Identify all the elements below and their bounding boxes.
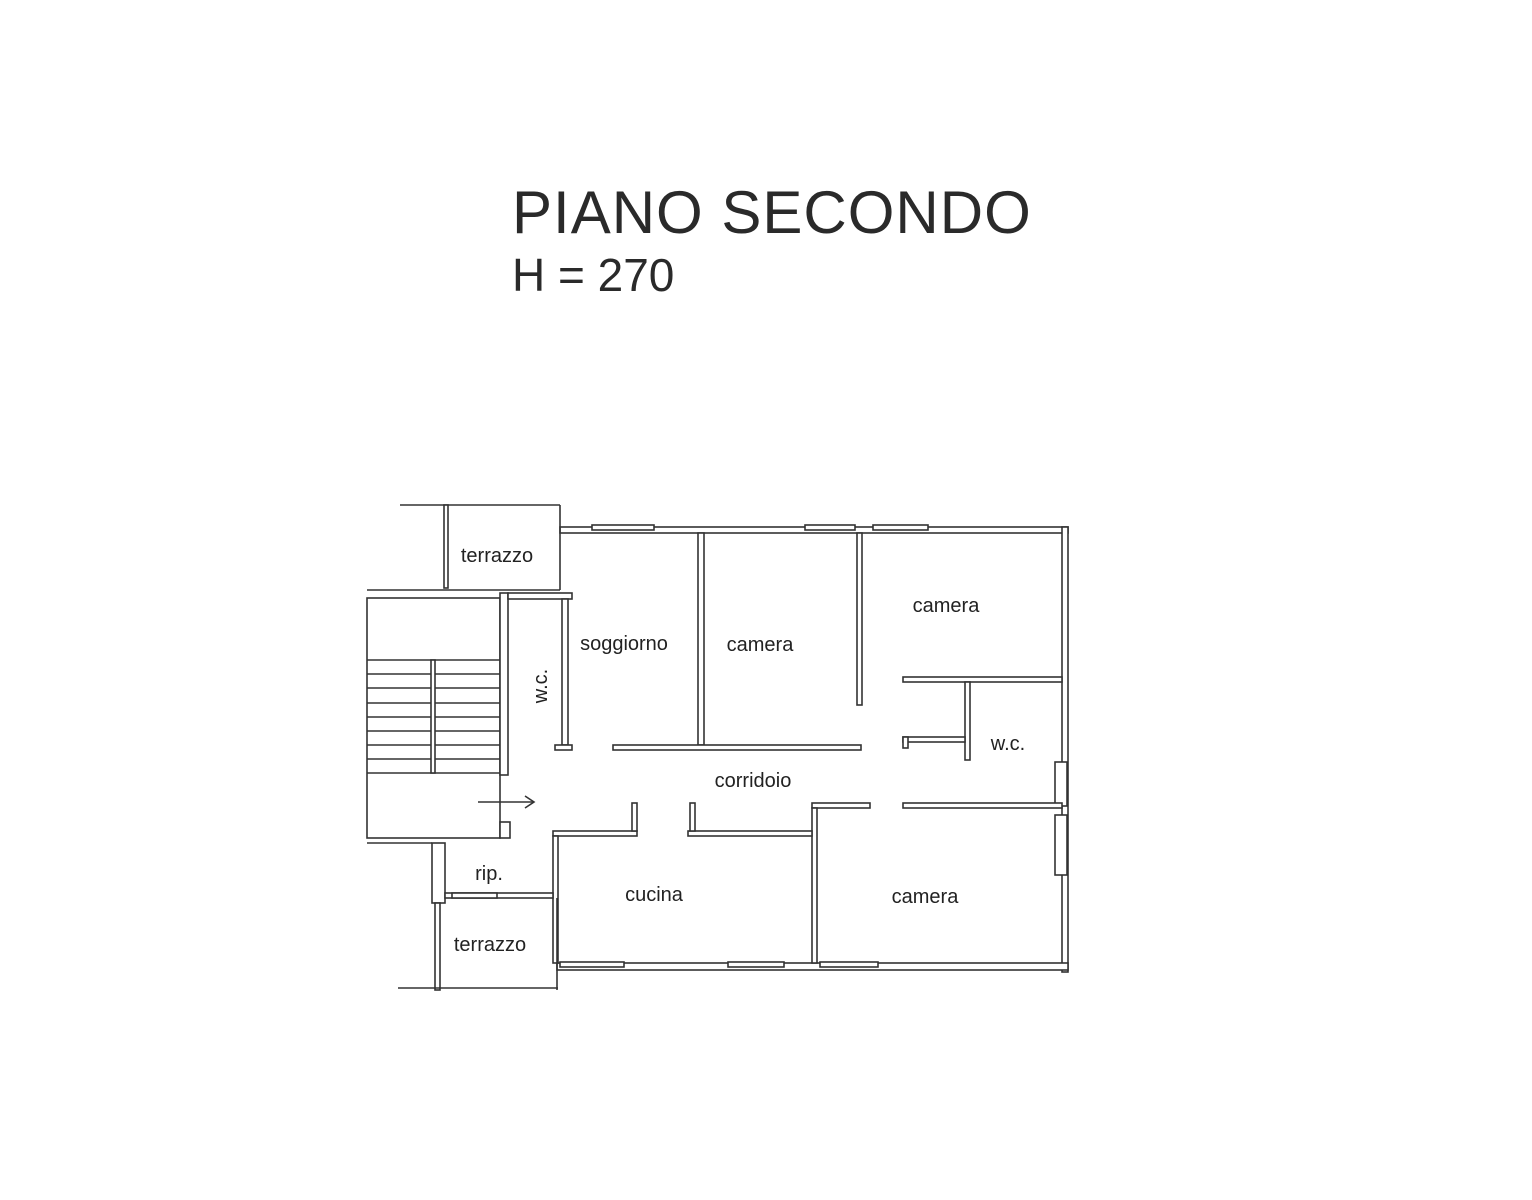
walls xyxy=(366,504,1069,991)
window xyxy=(872,524,929,531)
window xyxy=(559,961,625,968)
outer-wall-right xyxy=(1061,526,1069,973)
room-label-wc-west: w.c. xyxy=(530,669,552,704)
ceiling-height-label: H = 270 xyxy=(512,249,675,301)
window xyxy=(804,524,856,531)
plan-title: PIANO SECONDO xyxy=(512,179,1032,246)
room-label-camera-3: camera xyxy=(892,886,960,908)
room-label-terrazzo-south: terrazzo xyxy=(454,934,526,956)
window xyxy=(451,892,498,899)
stair-steps xyxy=(367,659,500,774)
room-label-terrazzo-north: terrazzo xyxy=(461,545,533,567)
window xyxy=(1054,814,1068,876)
room-label-camera-1: camera xyxy=(727,634,795,656)
room-label-camera-2: camera xyxy=(913,595,981,617)
window xyxy=(819,961,879,968)
room-label-corridoio: corridoio xyxy=(715,770,792,792)
room-label-wc-east: w.c. xyxy=(990,733,1025,755)
window xyxy=(1054,761,1068,807)
entrance-arrow-icon xyxy=(478,795,536,809)
room-label-ripostiglio: rip. xyxy=(475,863,503,885)
window xyxy=(727,961,785,968)
outer-wall-bottom xyxy=(556,962,1069,971)
window xyxy=(591,524,655,531)
room-label-soggiorno: soggiorno xyxy=(580,633,668,655)
room-label-cucina: cucina xyxy=(625,884,684,906)
